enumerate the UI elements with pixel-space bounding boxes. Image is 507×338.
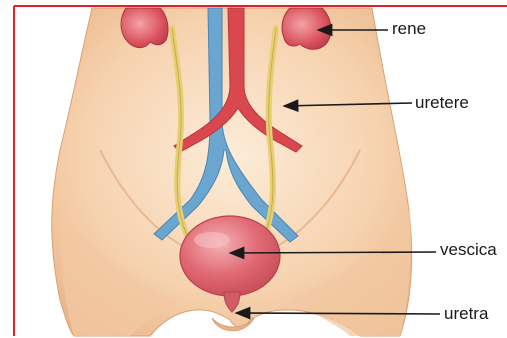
left-kidney xyxy=(121,8,168,48)
label-rene: rene xyxy=(392,20,426,37)
label-vescica: vescica xyxy=(440,241,497,258)
right-kidney xyxy=(282,8,331,49)
uretra-pointer-arrow xyxy=(236,313,440,314)
label-uretra: uretra xyxy=(444,305,488,322)
bladder-highlight xyxy=(194,232,230,248)
vescica-pointer-arrow xyxy=(230,252,436,253)
bladder xyxy=(180,216,280,296)
label-uretere: uretere xyxy=(415,94,469,111)
